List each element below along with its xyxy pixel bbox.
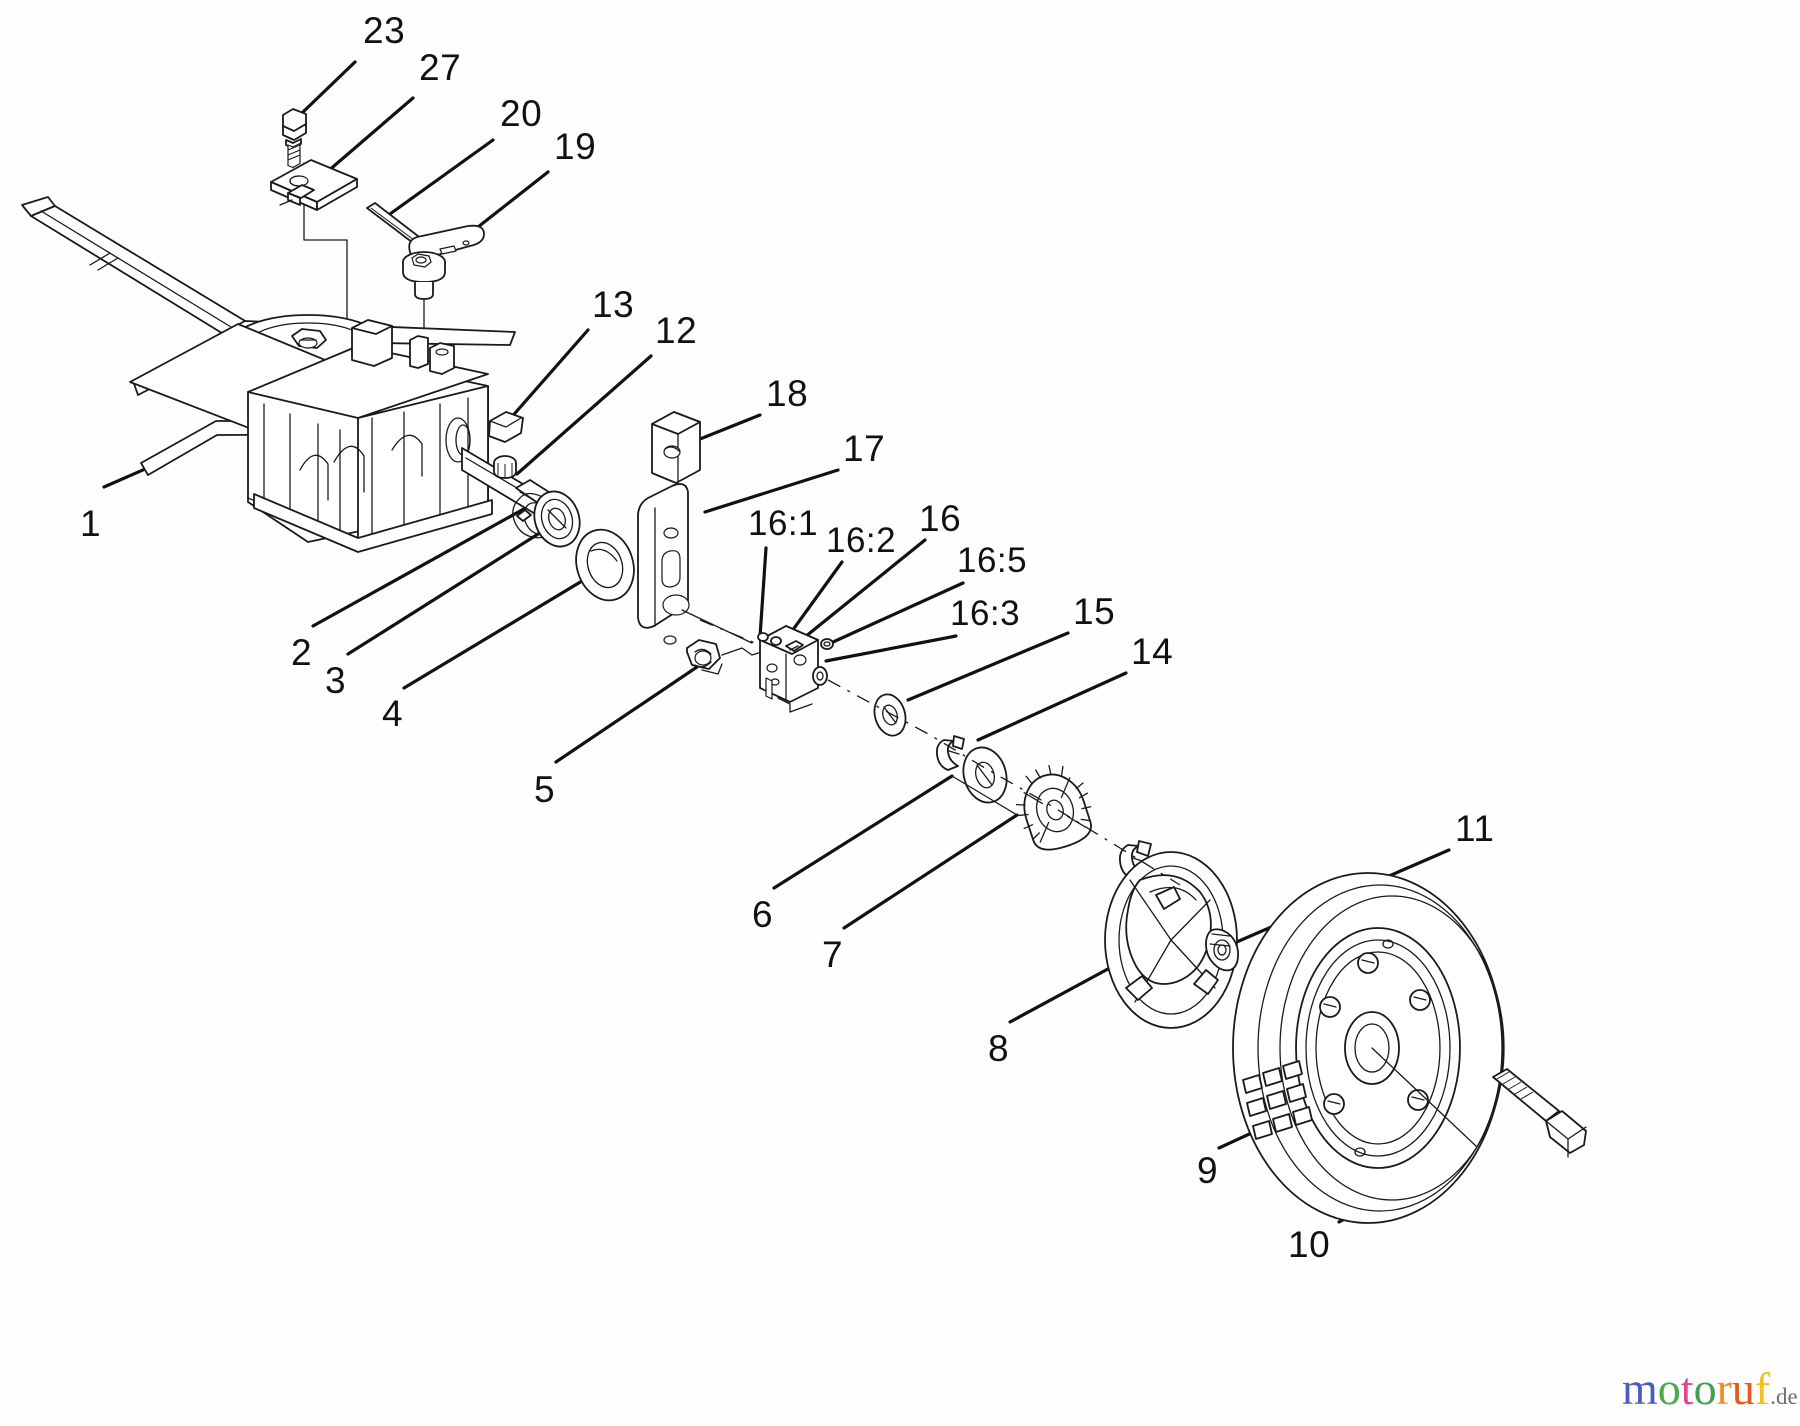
- callout-19: 19: [554, 126, 597, 167]
- part-19-shift-lever: [402, 224, 485, 300]
- callout-8: 8: [988, 1028, 1010, 1069]
- watermark-suffix: .de: [1770, 1384, 1798, 1409]
- part-16-1-bracket-rivet: [757, 632, 782, 646]
- watermark-letter: o: [1693, 1363, 1717, 1414]
- callout-12: 12: [655, 310, 698, 351]
- callout-3: 3: [325, 660, 347, 701]
- part-3-washer: [533, 490, 581, 548]
- part-16-bracket-assembly: [757, 625, 834, 713]
- watermark-letter: m: [1622, 1363, 1658, 1414]
- part-17-support-plate: [637, 483, 753, 645]
- part-1-transmission-assembly: [21, 196, 553, 553]
- callout-5: 5: [534, 769, 556, 810]
- part-10-wheel-bolt: [1492, 1068, 1587, 1158]
- callout-17: 17: [843, 428, 886, 469]
- watermark-letter: r: [1716, 1363, 1732, 1414]
- part-16-5-bracket-bushing: [820, 638, 834, 650]
- callout-27: 27: [419, 47, 462, 88]
- part-27-retaining-clip-plate: [270, 159, 358, 211]
- part-11-wheel-bushing: [1205, 928, 1240, 972]
- callout-15: 15: [1073, 591, 1116, 632]
- watermark-letter: o: [1657, 1363, 1681, 1414]
- axis-centerline: [827, 679, 1181, 886]
- callout-4: 4: [382, 693, 404, 734]
- callout-16-5: 16:5: [957, 541, 1028, 580]
- part-8-wheel-hub-cover: [1104, 851, 1238, 1029]
- callout-16: 16: [919, 498, 962, 539]
- callout-9: 9: [1197, 1150, 1219, 1191]
- part-12-woodruff-key: [493, 455, 517, 479]
- callout-7: 7: [822, 934, 844, 975]
- part-7-pinion-gear: [1015, 765, 1092, 851]
- part-18-spacer-block: [651, 411, 701, 484]
- axis-centerline-left: [699, 619, 761, 646]
- part-14-retaining-clip-upper: [935, 735, 965, 771]
- watermark-letter: f: [1754, 1363, 1771, 1414]
- watermark-letter: u: [1731, 1363, 1755, 1414]
- callout-14: 14: [1131, 631, 1174, 672]
- part-4-seal-washer: [575, 528, 635, 602]
- callout-18: 18: [766, 373, 809, 414]
- callout-10: 10: [1288, 1224, 1331, 1265]
- part-5-lock-nut: [686, 639, 769, 675]
- motoruf-watermark: motoruf.de: [1622, 1366, 1798, 1412]
- callout-6: 6: [752, 894, 774, 935]
- part-9-wheel-and-tire: [1232, 872, 1505, 1224]
- callout-16-2: 16:2: [826, 521, 897, 560]
- callout-20: 20: [500, 93, 543, 134]
- callout-13: 13: [592, 284, 635, 325]
- callout-1: 1: [80, 503, 102, 544]
- watermark-letter: t: [1680, 1363, 1694, 1414]
- callout-16-3: 16:3: [950, 594, 1021, 633]
- callout-16-1: 16:1: [748, 504, 819, 543]
- callout-2: 2: [291, 632, 313, 673]
- part-23-hex-flange-bolt: [282, 108, 307, 169]
- part-13-key: [488, 411, 524, 443]
- callout-23: 23: [363, 10, 406, 51]
- part-15-flat-washer: [873, 693, 907, 737]
- part-15-washer-second: [962, 746, 1008, 804]
- part-16-2-bracket-pin: [785, 640, 804, 652]
- callout-11: 11: [1455, 808, 1495, 849]
- part-6-hex-nut: [951, 775, 1018, 816]
- part-16-3-bracket-washer: [812, 666, 828, 686]
